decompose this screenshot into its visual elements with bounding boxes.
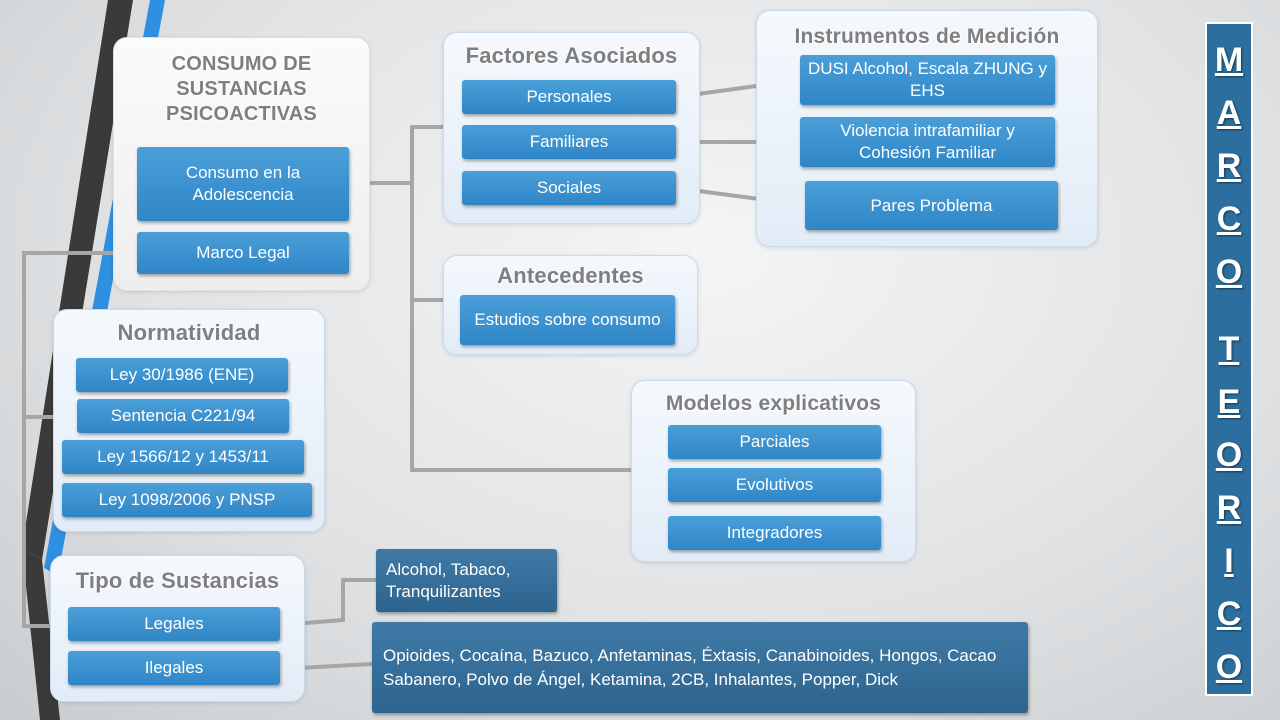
- consumo-adolescencia-box[interactable]: Consumo en la Adolescencia: [137, 147, 349, 221]
- factores-title: Factores Asociados: [465, 43, 678, 68]
- factor-familiares-box[interactable]: Familiares: [462, 125, 676, 159]
- normatividad-title: Normatividad: [117, 320, 261, 345]
- instrumento-violencia-box[interactable]: Violencia intrafamiliar y Cohesión Famil…: [800, 117, 1055, 167]
- legales-detail-box[interactable]: Alcohol, Tabaco, Tranquilizantes: [376, 549, 557, 612]
- marco-legal-box[interactable]: Marco Legal: [137, 232, 349, 274]
- ilegales-detail-box[interactable]: Opioides, Cocaína, Bazuco, Anfetaminas, …: [372, 622, 1028, 713]
- vertical-letter: O: [1215, 253, 1243, 291]
- ley-1098-box[interactable]: Ley 1098/2006 y PNSP: [62, 483, 312, 517]
- tipo-sustancias-title: Tipo de Sustancias: [75, 568, 280, 593]
- marco-teorico-vertical-title: M A R C O T E O R I C O: [1205, 22, 1253, 696]
- legales-box[interactable]: Legales: [68, 607, 280, 641]
- vertical-letter: O: [1215, 648, 1243, 686]
- vertical-letter: C: [1216, 200, 1242, 238]
- ilegales-box[interactable]: Ilegales: [68, 651, 280, 685]
- instrumento-pares-box[interactable]: Pares Problema: [805, 181, 1058, 230]
- sentencia-c221-box[interactable]: Sentencia C221/94: [77, 399, 289, 433]
- vertical-letter: O: [1215, 436, 1243, 474]
- vertical-letter: R: [1216, 147, 1242, 185]
- ley-1566-box[interactable]: Ley 1566/12 y 1453/11: [62, 440, 304, 474]
- modelo-parciales-box[interactable]: Parciales: [668, 425, 881, 459]
- antecedentes-title: Antecedentes: [497, 263, 644, 288]
- consumo-title: CONSUMO DE SUSTANCIAS PSICOACTIVAS: [166, 53, 317, 125]
- factor-personales-box[interactable]: Personales: [462, 80, 676, 114]
- modelo-integradores-box[interactable]: Integradores: [668, 516, 881, 550]
- vertical-letter: M: [1214, 41, 1244, 79]
- vertical-letter: A: [1216, 94, 1242, 132]
- vertical-letter: I: [1224, 542, 1234, 580]
- estudios-consumo-box[interactable]: Estudios sobre consumo: [460, 295, 675, 345]
- factor-sociales-box[interactable]: Sociales: [462, 171, 676, 205]
- vertical-letter: E: [1217, 383, 1241, 421]
- modelos-title: Modelos explicativos: [665, 392, 882, 415]
- vertical-letter: C: [1216, 595, 1242, 633]
- instrumento-dusi-box[interactable]: DUSI Alcohol, Escala ZHUNG y EHS: [800, 55, 1055, 105]
- ley-30-1986-box[interactable]: Ley 30/1986 (ENE): [76, 358, 288, 392]
- vertical-letter: R: [1216, 489, 1242, 527]
- vertical-letter: T: [1218, 330, 1240, 368]
- modelo-evolutivos-box[interactable]: Evolutivos: [668, 468, 881, 502]
- instrumentos-title: Instrumentos de Medición: [794, 25, 1060, 48]
